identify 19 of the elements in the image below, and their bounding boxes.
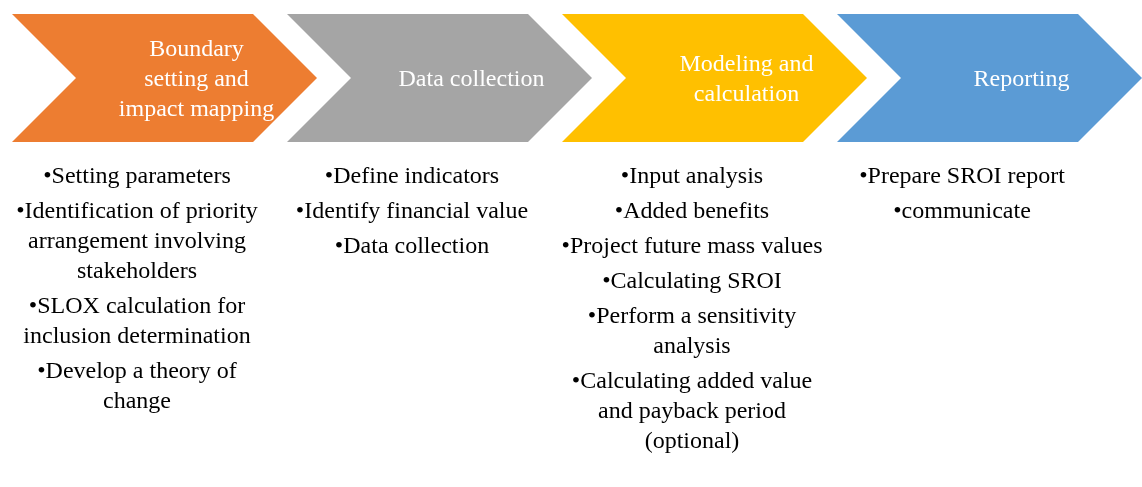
- list-item: •Calculating SROI: [601, 266, 783, 295]
- list-item: •Define indicators: [323, 161, 501, 190]
- step-title: Reporting: [973, 64, 1070, 93]
- list-item: •Perform a sensitivity analysis: [586, 301, 798, 360]
- list-item: •Project future mass values: [560, 231, 824, 260]
- list-item: •Prepare SROI report: [858, 161, 1066, 190]
- list-item: •Setting parameters: [42, 161, 232, 190]
- list-item: •Data collection: [333, 231, 491, 260]
- list-item: •Identify financial value: [294, 196, 530, 225]
- list-item: •Added benefits: [613, 196, 771, 225]
- step-title: Data collection: [398, 64, 545, 93]
- list-item: •Calculating added value and payback period (optional): [570, 366, 814, 455]
- list-item: •SLOX calculation for inclusion determination: [22, 291, 252, 350]
- list-item: •Develop a theory of change: [36, 356, 238, 415]
- list-item: •Input analysis: [619, 161, 765, 190]
- step-title: Boundary setting and impact mapping: [117, 34, 276, 123]
- list-item: •communicate: [892, 196, 1032, 225]
- step-title: Modeling and calculation: [678, 49, 815, 108]
- list-item: •Identification of priority arrangement involving stakeholders: [15, 196, 259, 285]
